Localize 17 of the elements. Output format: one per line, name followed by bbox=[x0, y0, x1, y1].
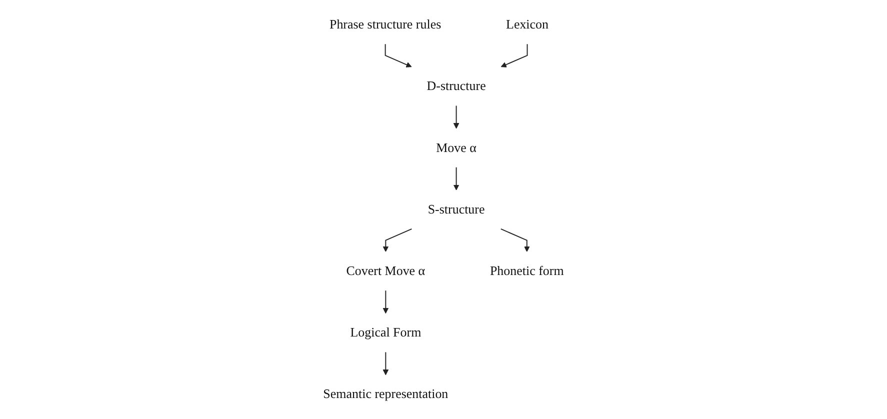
node-text: Covert Move α bbox=[346, 264, 426, 278]
arrow bbox=[453, 166, 460, 190]
arrow bbox=[382, 352, 389, 376]
node-text: Lexicon bbox=[506, 18, 549, 32]
arrow bbox=[384, 44, 412, 68]
node-text: S-structure bbox=[428, 202, 485, 217]
node-text: Logical Form bbox=[350, 326, 422, 340]
arrow bbox=[382, 290, 389, 314]
node-text: Move α bbox=[436, 140, 476, 156]
node-text: Phrase structure rules bbox=[329, 18, 442, 32]
arrow bbox=[453, 105, 460, 129]
node-text: Semantic representation bbox=[323, 387, 448, 402]
arrow bbox=[382, 228, 412, 252]
arrow bbox=[500, 228, 530, 252]
node-text: Phonetic form bbox=[490, 264, 564, 278]
node-text: D-structure bbox=[426, 79, 486, 94]
arrow bbox=[500, 44, 528, 68]
